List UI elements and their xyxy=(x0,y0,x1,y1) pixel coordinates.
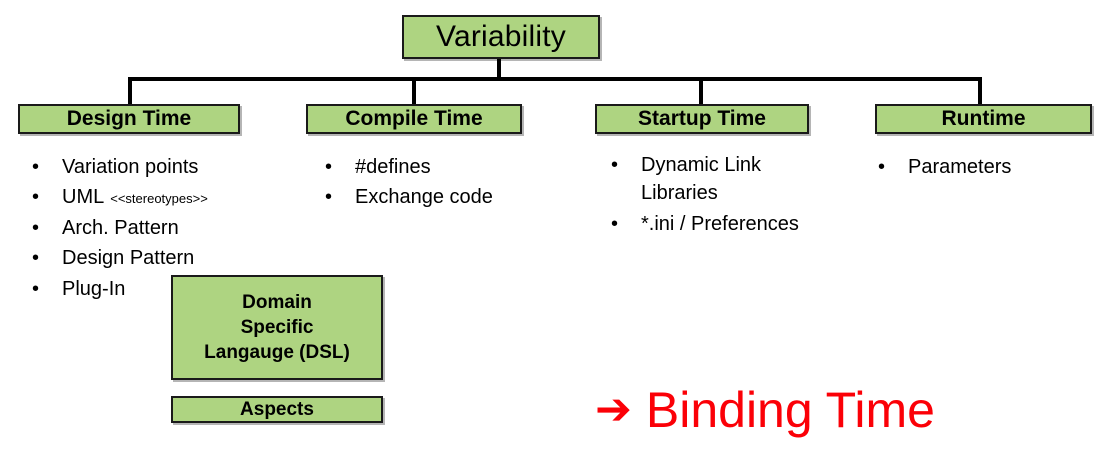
node-startup-time-label: Startup Time xyxy=(638,107,766,130)
node-domain-specific-language: Domain Specific Langauge (DSL) xyxy=(171,275,383,380)
bullet-icon: • xyxy=(611,212,619,235)
binding-time-label: Binding Time xyxy=(645,382,935,438)
list-item-label: Arch. Pattern xyxy=(62,216,179,239)
list-item: • Parameters xyxy=(878,153,1108,181)
bullet-icon: • xyxy=(325,156,333,178)
dsl-line-1: Domain xyxy=(242,291,312,313)
bullet-icon: • xyxy=(32,156,40,178)
node-design-time: Design Time xyxy=(18,104,240,134)
connector-drop-design-time xyxy=(128,77,132,104)
connector-drop-startup-time xyxy=(699,77,703,104)
dsl-line-2: Specific xyxy=(240,316,314,338)
list-item: • Arch. Pattern xyxy=(32,214,292,242)
list-item: • #defines xyxy=(325,153,575,181)
node-design-time-label: Design Time xyxy=(66,107,192,130)
list-item: • Variation points xyxy=(32,153,292,181)
node-variability: Variability xyxy=(402,15,600,59)
bullet-icon: • xyxy=(611,154,619,176)
list-compile-time: • #defines • Exchange code xyxy=(325,153,575,214)
list-item: • Plug-In xyxy=(32,275,292,303)
bullet-icon: • xyxy=(32,186,40,209)
right-arrow-icon: ➔ xyxy=(595,384,632,435)
list-item-label: Design Pattern xyxy=(62,247,195,270)
binding-time-callout: ➔ Binding Time xyxy=(595,385,935,435)
list-item-label: Dynamic Link Libraries xyxy=(641,154,762,205)
list-item: • UML <<stereotypes>> xyxy=(32,183,292,211)
list-runtime: • Parameters xyxy=(878,153,1108,183)
bullet-icon: • xyxy=(32,247,40,270)
list-design-time: • Variation points • UML<<stereotypes>> … xyxy=(32,153,292,305)
list-item-label: Exchange code xyxy=(355,186,493,209)
node-startup-time: Startup Time xyxy=(595,104,809,134)
node-aspects: Aspects xyxy=(171,396,383,423)
list-item-label: #defines xyxy=(355,156,431,178)
list-item-label: Variation points xyxy=(62,156,199,178)
node-variability-label: Variability xyxy=(435,20,567,53)
list-item-label: Parameters xyxy=(908,156,1012,178)
list-item-note: <<stereotypes>> xyxy=(110,191,208,207)
bullet-icon: • xyxy=(878,156,886,178)
list-item: • Design Pattern xyxy=(32,244,292,272)
list-item-label: *.ini / Preferences xyxy=(641,212,799,235)
node-runtime-label: Runtime xyxy=(941,107,1026,130)
connector-drop-compile-time xyxy=(412,77,416,104)
bullet-icon: • xyxy=(32,277,40,300)
list-item: • Dynamic Link Libraries xyxy=(611,151,859,208)
connector-root-stem xyxy=(497,59,501,81)
list-item-label: Plug-In xyxy=(62,277,126,300)
list-item-label: UML xyxy=(62,186,105,209)
bullet-icon: • xyxy=(32,216,40,239)
node-compile-time-label: Compile Time xyxy=(345,107,483,130)
bullet-icon: • xyxy=(325,186,333,209)
connector-drop-runtime xyxy=(978,77,982,104)
node-runtime: Runtime xyxy=(875,104,1092,134)
list-item: • *.ini / Preferences xyxy=(611,210,859,238)
list-startup-time: • Dynamic Link Libraries • *.ini / Prefe… xyxy=(611,151,859,240)
node-compile-time: Compile Time xyxy=(306,104,522,134)
node-aspects-label: Aspects xyxy=(240,398,314,420)
connector-horizontal-bus xyxy=(128,77,982,81)
dsl-line-3: Langauge (DSL) xyxy=(204,342,350,364)
list-item: • Exchange code xyxy=(325,183,575,211)
